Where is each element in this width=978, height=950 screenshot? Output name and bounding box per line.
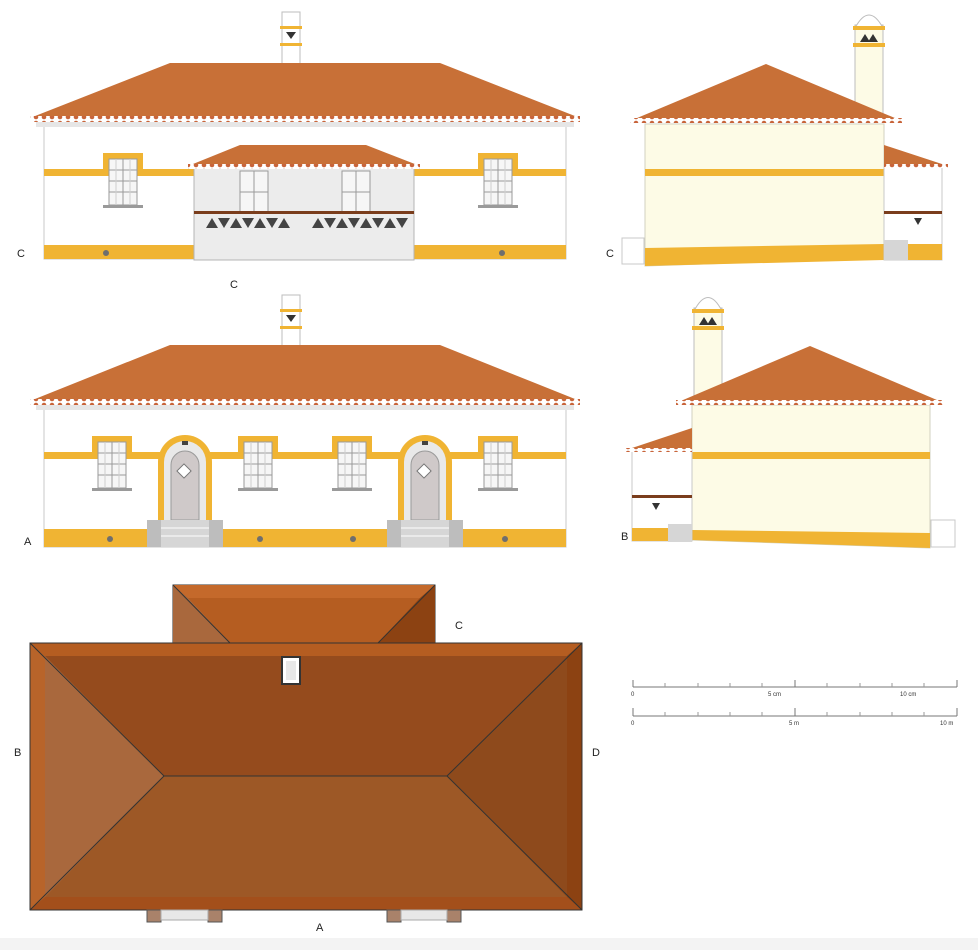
side-elevation-top: C	[606, 14, 948, 267]
scale-m-mid: 5 m	[789, 721, 799, 727]
label-plan-top-right: C	[455, 620, 463, 632]
front-elevation-c: C C	[17, 11, 580, 291]
label-plan-right: D	[592, 747, 600, 759]
scale-m-start: 0	[631, 721, 635, 727]
side-elevation-b: B	[621, 297, 956, 549]
roof	[630, 64, 902, 121]
wall	[43, 406, 567, 548]
roof	[30, 345, 580, 401]
porch	[188, 145, 420, 261]
roof	[676, 346, 944, 403]
roof	[30, 63, 580, 118]
scale-m-end: 10 m	[940, 721, 953, 727]
facade-elevation-a: A	[24, 294, 580, 548]
scale-cm-mid: 5 cm	[768, 692, 781, 698]
chimney	[854, 24, 884, 116]
scale-cm-end: 10 cm	[900, 692, 916, 698]
label-facade-a: A	[24, 536, 32, 548]
arched-door-right	[387, 435, 463, 547]
roof-plan: C B D A	[14, 584, 600, 934]
arched-door-left	[147, 435, 223, 547]
footer-strip	[0, 938, 978, 950]
label-side-top-left: C	[606, 248, 614, 260]
scale-bar-m: 0 5 m 10 m	[631, 708, 958, 727]
label-plan-bottom: A	[316, 922, 324, 934]
label-front-left: C	[17, 248, 25, 260]
label-front-bottom: C	[230, 279, 238, 291]
label-plan-left: B	[14, 747, 21, 759]
scale-cm-start: 0	[631, 692, 635, 698]
scale-bar-cm: 0 5 cm 10 cm	[631, 680, 958, 698]
label-side-b: B	[621, 531, 628, 543]
